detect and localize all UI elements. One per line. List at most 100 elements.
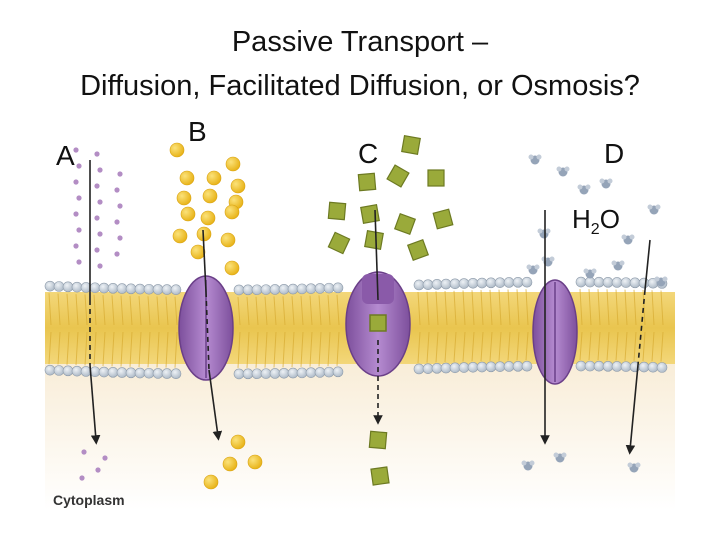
small-molecule xyxy=(79,475,85,481)
small-molecule xyxy=(94,151,100,157)
lipid-head xyxy=(467,277,479,289)
lipid-tail xyxy=(498,331,502,361)
water-molecules-d xyxy=(521,154,668,473)
lipid-tail xyxy=(579,331,583,361)
lipid-tail xyxy=(75,294,79,326)
lipid-tail xyxy=(66,331,70,365)
yellow-ion xyxy=(172,228,188,244)
lipid-head xyxy=(278,283,290,295)
lipid-head xyxy=(458,278,470,289)
arrow-b xyxy=(202,229,223,441)
lipid-head xyxy=(296,283,308,295)
lipid-tail xyxy=(264,296,268,326)
yellow-ion xyxy=(190,244,206,260)
lipid-tail xyxy=(93,294,97,326)
lipid-head xyxy=(494,277,506,288)
lipid-head xyxy=(305,367,317,378)
water-molecule xyxy=(541,256,555,267)
lipid-tail xyxy=(336,294,340,326)
water-molecule xyxy=(537,228,551,239)
water-molecule xyxy=(627,462,641,473)
lipid-head xyxy=(440,362,452,374)
lipid-tail xyxy=(660,331,664,362)
lipid-tail xyxy=(246,296,250,326)
small-molecule xyxy=(76,227,82,233)
green-molecule xyxy=(393,212,417,236)
lipid-tail xyxy=(75,331,79,366)
lipid-tail xyxy=(471,331,475,362)
lipid-tail xyxy=(525,331,529,361)
label-c: C xyxy=(358,138,379,169)
small-molecule xyxy=(76,195,82,201)
yellow-ion xyxy=(206,170,222,186)
lipid-tail xyxy=(597,289,601,326)
lipid-tail xyxy=(309,295,313,326)
lipid-head xyxy=(134,283,146,295)
lipid-head xyxy=(170,368,182,380)
lipid-tail xyxy=(642,289,646,326)
lipid-head xyxy=(62,365,74,377)
yellow-ion xyxy=(169,142,185,158)
lipid-head xyxy=(251,368,263,380)
lipid-head xyxy=(233,368,245,380)
lipid-head xyxy=(125,283,137,295)
water-molecule xyxy=(611,260,625,271)
lipid-tail xyxy=(147,296,151,326)
lipid-head xyxy=(611,277,623,288)
small-molecule xyxy=(95,467,101,473)
lipid-head xyxy=(233,284,245,296)
lipid-head xyxy=(143,367,155,379)
lipid-tail xyxy=(435,291,439,326)
yellow-ion xyxy=(247,454,263,470)
lipid-head xyxy=(44,364,56,376)
green-molecule xyxy=(432,208,454,230)
lipid-head xyxy=(584,276,596,288)
green-molecule xyxy=(327,201,347,221)
large-molecules-c xyxy=(327,135,454,486)
water-molecule xyxy=(526,264,540,275)
lipid-head xyxy=(134,367,146,379)
lipid-head xyxy=(242,368,254,380)
lipid-head xyxy=(287,283,299,295)
lipid-head xyxy=(71,365,83,377)
green-molecule-in-carrier xyxy=(369,314,387,332)
water-molecule xyxy=(556,166,570,177)
lipid-tail xyxy=(309,331,313,367)
lipid-tail xyxy=(327,331,331,367)
lipid-tail xyxy=(507,289,511,326)
lipid-head xyxy=(53,281,65,292)
lipid-tail xyxy=(453,290,457,326)
yellow-ion xyxy=(225,156,241,172)
lipid-tail xyxy=(111,331,115,367)
lipid-tail xyxy=(174,296,178,326)
lipid-tail xyxy=(471,290,475,326)
lipid-head xyxy=(107,283,119,294)
aquaporin-protein-d xyxy=(532,279,578,385)
lipid-head xyxy=(413,363,425,375)
lipid-tail xyxy=(93,331,97,366)
lipid-tail xyxy=(237,331,241,368)
lipid-tail xyxy=(498,289,502,326)
lipid-tail xyxy=(300,295,304,326)
lipid-tail xyxy=(579,289,583,326)
lipid-tail xyxy=(291,331,295,368)
lipid-tail xyxy=(57,331,61,365)
lipid-head xyxy=(161,368,173,379)
lipid-tail xyxy=(48,293,52,326)
lipid-head xyxy=(242,284,254,296)
small-molecule xyxy=(73,147,79,153)
lipid-head xyxy=(251,284,263,296)
lipid-tail xyxy=(84,331,88,366)
lipid-tail xyxy=(129,331,133,367)
lipid-tail xyxy=(516,289,520,326)
lipid-tail xyxy=(444,291,448,326)
lipid-head xyxy=(458,362,470,373)
water-molecule xyxy=(583,268,597,279)
lipid-head xyxy=(62,281,74,293)
lipid-tail xyxy=(246,331,250,368)
lipid-head xyxy=(512,277,524,288)
lipid-tail xyxy=(273,296,277,326)
lipid-tail xyxy=(57,293,61,326)
small-molecule xyxy=(102,455,108,461)
